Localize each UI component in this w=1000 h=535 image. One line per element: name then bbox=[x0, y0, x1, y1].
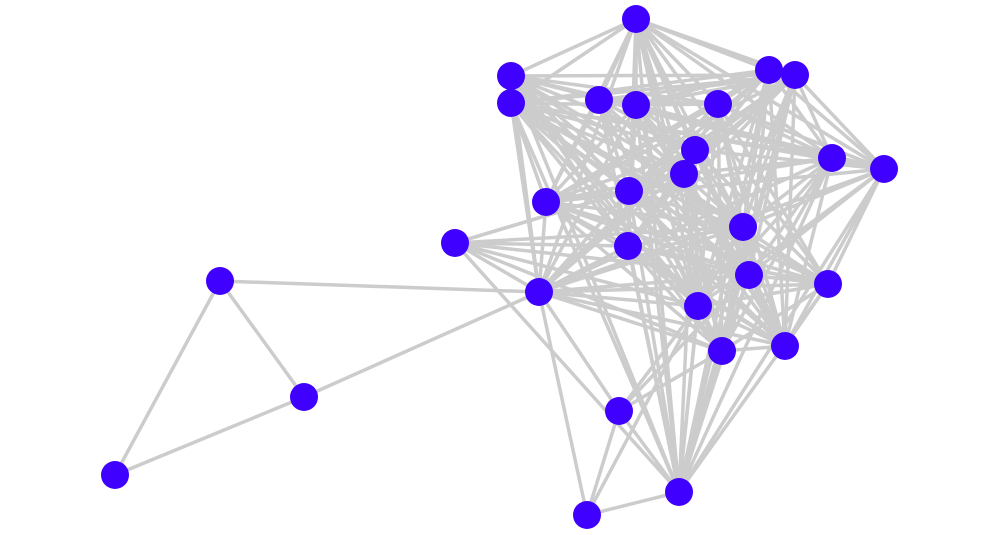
graph-edge bbox=[537, 290, 724, 353]
graph-edge bbox=[544, 200, 830, 286]
graph-edge bbox=[617, 304, 700, 413]
graph-edge bbox=[627, 73, 797, 193]
graph-edge bbox=[453, 241, 681, 494]
graph-node bbox=[729, 213, 757, 241]
graph-edge bbox=[585, 409, 621, 517]
graph-edge bbox=[453, 225, 745, 245]
graph-edge bbox=[677, 282, 830, 494]
graph-edge bbox=[634, 17, 720, 106]
graph-edge bbox=[626, 244, 700, 308]
graph-edge bbox=[783, 73, 797, 348]
graph-edge bbox=[544, 148, 697, 204]
graph-edge bbox=[537, 189, 631, 294]
graph-edge bbox=[617, 273, 751, 413]
graph-edge bbox=[509, 101, 541, 294]
graph-edge bbox=[677, 156, 834, 494]
graph-edge bbox=[453, 241, 541, 294]
graph-node bbox=[101, 461, 129, 489]
graph-node bbox=[781, 61, 809, 89]
graph-edge bbox=[585, 490, 681, 517]
graph-edge bbox=[682, 172, 700, 308]
graph-edge bbox=[218, 279, 541, 294]
graph-node bbox=[290, 383, 318, 411]
graph-edge bbox=[537, 290, 700, 308]
graph-node bbox=[605, 397, 633, 425]
graph-node bbox=[818, 144, 846, 172]
graph-edge bbox=[537, 282, 830, 294]
graph-node bbox=[497, 89, 525, 117]
graph-edge bbox=[537, 290, 589, 517]
graph-edge bbox=[544, 68, 771, 204]
graph-edge bbox=[677, 73, 797, 494]
graph-edge bbox=[720, 282, 830, 353]
graph-edge bbox=[626, 244, 830, 286]
graph-node bbox=[771, 332, 799, 360]
graph-edge bbox=[626, 225, 745, 248]
graph-node bbox=[681, 136, 709, 164]
graph-node bbox=[614, 232, 642, 260]
graph-edge bbox=[617, 409, 681, 494]
graph-edge bbox=[627, 189, 745, 229]
graph-edge bbox=[544, 98, 601, 204]
graph-node bbox=[615, 177, 643, 205]
graph-node bbox=[665, 478, 693, 506]
graph-node bbox=[622, 5, 650, 33]
graph-edge bbox=[783, 167, 886, 348]
graph-node bbox=[525, 278, 553, 306]
graph-edge bbox=[544, 73, 797, 204]
graph-node bbox=[755, 56, 783, 84]
graph-edge bbox=[509, 17, 638, 78]
graph-edge bbox=[627, 189, 751, 277]
graph-node bbox=[704, 90, 732, 118]
graph-edge bbox=[113, 395, 306, 477]
graph-edge bbox=[453, 241, 630, 248]
graph-node bbox=[573, 501, 601, 529]
graph-edge bbox=[453, 172, 686, 245]
graph-node bbox=[441, 229, 469, 257]
graph-edge bbox=[544, 167, 886, 204]
graph-edge bbox=[509, 74, 681, 494]
graph-node bbox=[814, 270, 842, 298]
graph-edge bbox=[693, 148, 886, 171]
graph-edge bbox=[537, 290, 621, 413]
graph-edge bbox=[677, 167, 886, 494]
graph-edge bbox=[677, 349, 724, 494]
graph-node bbox=[532, 188, 560, 216]
edges-layer bbox=[113, 17, 886, 517]
graph-node bbox=[870, 155, 898, 183]
graph-edge bbox=[617, 349, 724, 413]
graph-node bbox=[708, 337, 736, 365]
graph-edge bbox=[627, 156, 834, 193]
graph-edge bbox=[693, 148, 745, 229]
graph-node bbox=[735, 261, 763, 289]
graph-node bbox=[684, 292, 712, 320]
graph-edge bbox=[793, 73, 834, 160]
graph-edge bbox=[218, 279, 306, 399]
graph-edge bbox=[677, 68, 771, 494]
graph-edge bbox=[453, 241, 700, 308]
graph-edge bbox=[302, 290, 541, 399]
graph-node bbox=[622, 91, 650, 119]
graph-edge bbox=[544, 103, 638, 204]
graph-edge bbox=[585, 304, 700, 517]
graph-edge bbox=[627, 189, 830, 286]
graph-edge bbox=[677, 304, 700, 494]
graph-node bbox=[585, 86, 613, 114]
graph-node bbox=[206, 267, 234, 295]
graph-edge bbox=[453, 241, 751, 277]
graph-node bbox=[670, 160, 698, 188]
graph-edge bbox=[113, 279, 222, 477]
graph-edge bbox=[793, 73, 886, 171]
graph-edge bbox=[696, 282, 830, 308]
graph-edge bbox=[626, 244, 681, 494]
graph-edge bbox=[537, 273, 751, 294]
graph-node bbox=[497, 62, 525, 90]
nodes-layer bbox=[101, 5, 898, 529]
graph-edge bbox=[747, 156, 834, 277]
